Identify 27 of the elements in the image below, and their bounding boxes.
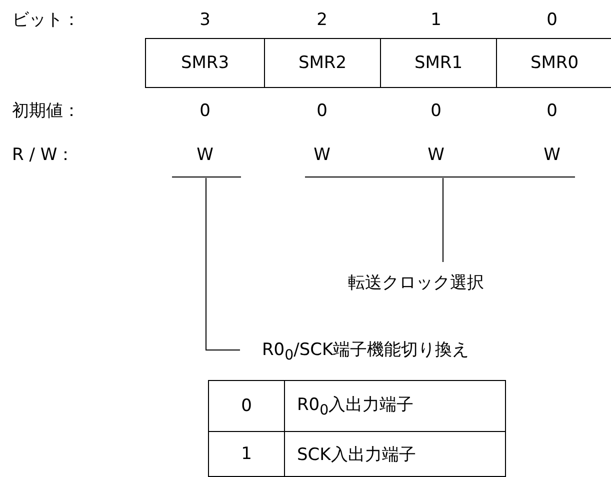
bit-number: 1: [430, 10, 442, 30]
table-cell: R0$_{0}$入出力端子: [284, 380, 506, 432]
register-cell: SMR2: [264, 38, 381, 88]
table-cell: 1: [208, 431, 285, 477]
bit-number: 0: [546, 10, 558, 30]
register-cell: SMR3: [145, 38, 265, 88]
table-cell: SCK入出力端子: [284, 431, 506, 477]
field-description: R0$_{0}$/SCK端子機能切り換え: [262, 340, 470, 366]
register-cell: SMR1: [380, 38, 497, 88]
register-cell: SMR0: [496, 38, 611, 88]
field-description: 転送クロック選択: [348, 273, 484, 293]
access-mode: W: [428, 145, 444, 165]
table-cell: 0: [208, 380, 285, 432]
leader-line: [206, 178, 240, 350]
access-mode: W: [544, 145, 560, 165]
row-label: ビット：: [12, 10, 80, 30]
bit-number: 2: [316, 10, 328, 30]
initial-value: 0: [200, 101, 210, 121]
row-label: 初期値：: [12, 101, 80, 121]
row-label: R / W：: [12, 145, 74, 165]
initial-value: 0: [546, 101, 558, 121]
access-mode: W: [314, 145, 330, 165]
initial-value: 0: [316, 101, 328, 121]
initial-value: 0: [430, 101, 442, 121]
access-mode: W: [196, 145, 214, 165]
leader-line: [442, 178, 444, 262]
bit-number: 3: [200, 10, 210, 30]
